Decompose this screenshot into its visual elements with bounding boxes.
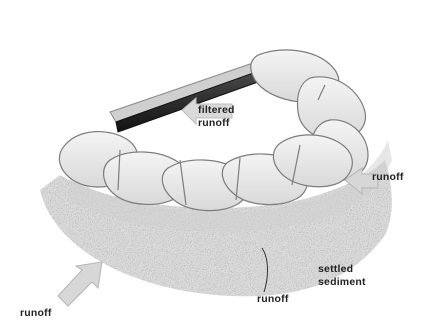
- label-runoff-bottom: runoff: [257, 293, 289, 306]
- label-runoff-right: runoff: [372, 171, 404, 184]
- label-settled-sediment: settled sediment: [318, 263, 388, 289]
- runoff-left-arrow: [58, 262, 102, 306]
- label-filtered-runoff: filtered runoff: [198, 104, 248, 130]
- sandbag-ring: [59, 50, 368, 211]
- label-runoff-left: runoff: [20, 307, 52, 320]
